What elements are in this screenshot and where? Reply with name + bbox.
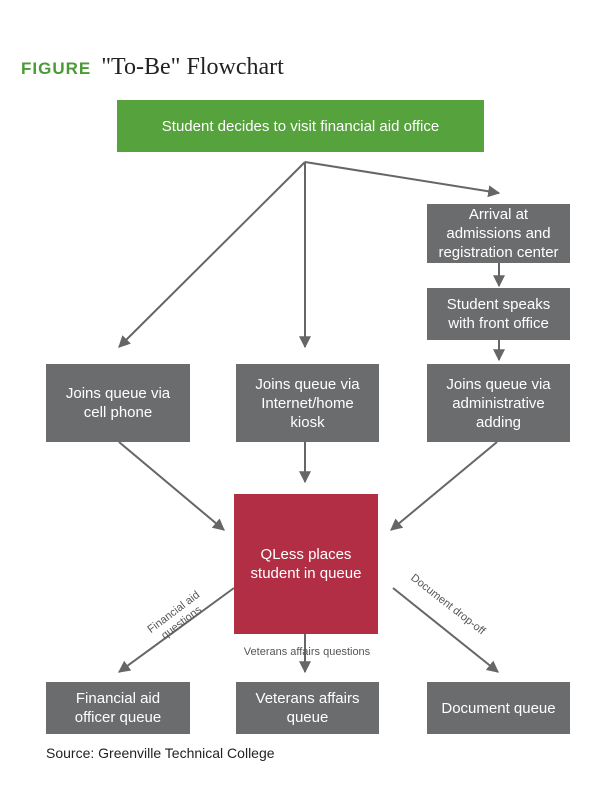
- node-start-label: Student decides to visit financial aid o…: [161, 117, 440, 135]
- node-internet-kiosk-label: Joins queue via Internet/home kiosk: [255, 375, 360, 431]
- arrow-cell-to-qless: [118, 441, 225, 531]
- arrow-start-to-cell: [118, 161, 306, 348]
- arrow-start-to-arrival: [304, 161, 501, 198]
- figure-heading: FIGURE "To-Be" Flowchart: [21, 54, 284, 80]
- arrow-admin-to-qless: [390, 441, 498, 531]
- edge-label-financial: Financial aid questions: [146, 589, 205, 642]
- node-document-queue: Document queue: [427, 682, 570, 734]
- node-speaks: Student speaks with front office: [427, 288, 570, 340]
- node-arrival: Arrival at admissions and registration c…: [427, 204, 570, 263]
- node-cell-phone-label: Joins queue via cell phone: [65, 385, 171, 421]
- edge-label-document: Document drop-off: [408, 572, 488, 638]
- node-speaks-label: Student speaks with front office: [446, 296, 551, 332]
- node-financial-queue-label: Financial aid officer queue: [74, 690, 162, 726]
- node-arrival-label: Arrival at admissions and registration c…: [438, 206, 559, 261]
- node-admin-adding: Joins queue via administrative adding: [427, 364, 570, 442]
- node-cell-phone: Joins queue via cell phone: [46, 364, 190, 442]
- figure-title: "To-Be" Flowchart: [101, 54, 284, 80]
- node-qless: QLess places student in queue: [234, 494, 378, 634]
- source-caption: Source: Greenville Technical College: [46, 745, 275, 761]
- node-internet-kiosk: Joins queue via Internet/home kiosk: [236, 364, 379, 442]
- node-veterans-queue: Veterans affairs queue: [236, 682, 379, 734]
- node-veterans-queue-label: Veterans affairs queue: [255, 690, 360, 726]
- edge-label-veterans: Veterans affairs questions: [244, 646, 371, 658]
- figure-label: FIGURE: [21, 59, 92, 78]
- node-document-queue-label: Document queue: [441, 699, 556, 717]
- arrow-qless-to-document: [392, 587, 499, 673]
- node-start: Student decides to visit financial aid o…: [117, 100, 484, 152]
- arrow-qless-to-financial: [118, 587, 235, 673]
- node-qless-label: QLess places student in queue: [250, 546, 362, 582]
- node-financial-queue: Financial aid officer queue: [46, 682, 190, 734]
- node-admin-adding-label: Joins queue via administrative adding: [446, 375, 551, 431]
